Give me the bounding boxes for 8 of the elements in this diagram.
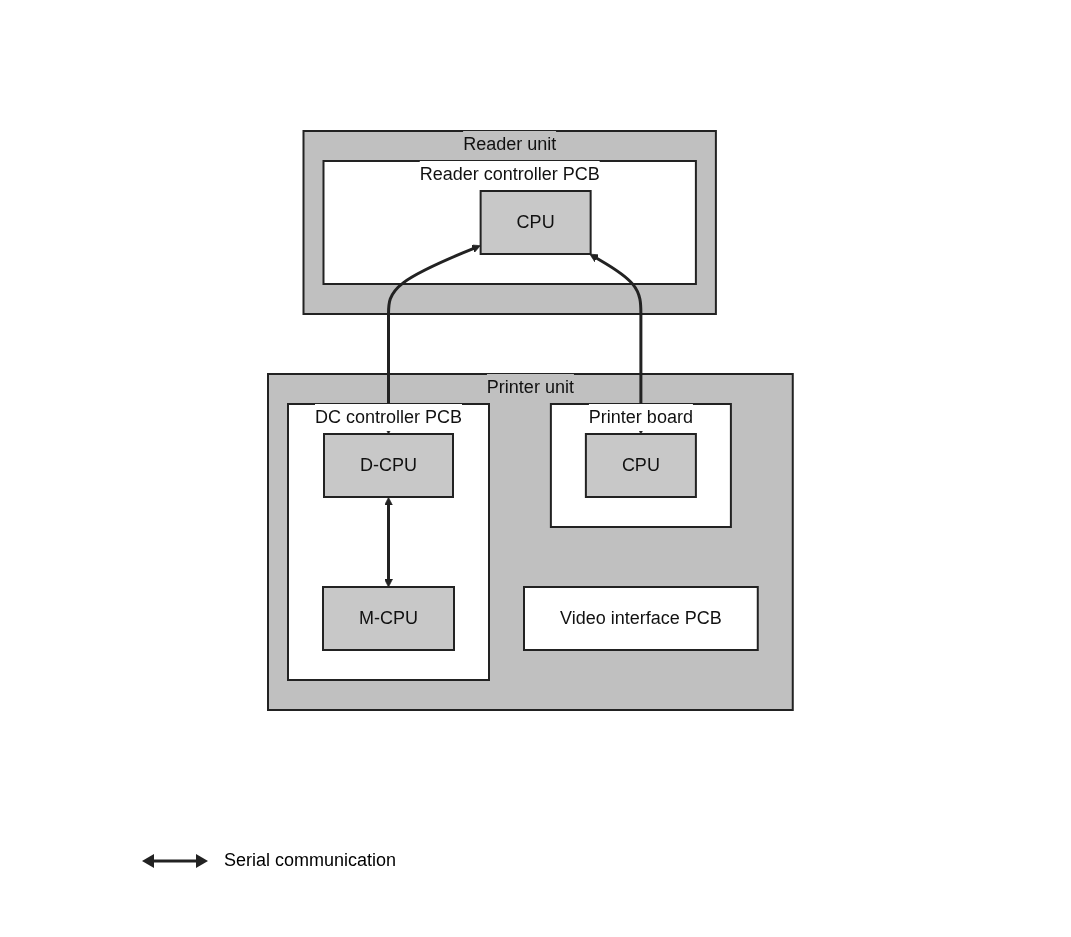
node-box: M-CPU	[321, 585, 455, 651]
node-box: Video interface PCB	[522, 585, 759, 651]
node-box: CPU	[479, 189, 592, 255]
arrow	[589, 253, 645, 434]
node-box: D-CPU	[322, 432, 454, 498]
node-box: CPU	[584, 432, 697, 498]
arrow	[383, 496, 393, 587]
legend-text: Serial communication	[224, 850, 397, 871]
